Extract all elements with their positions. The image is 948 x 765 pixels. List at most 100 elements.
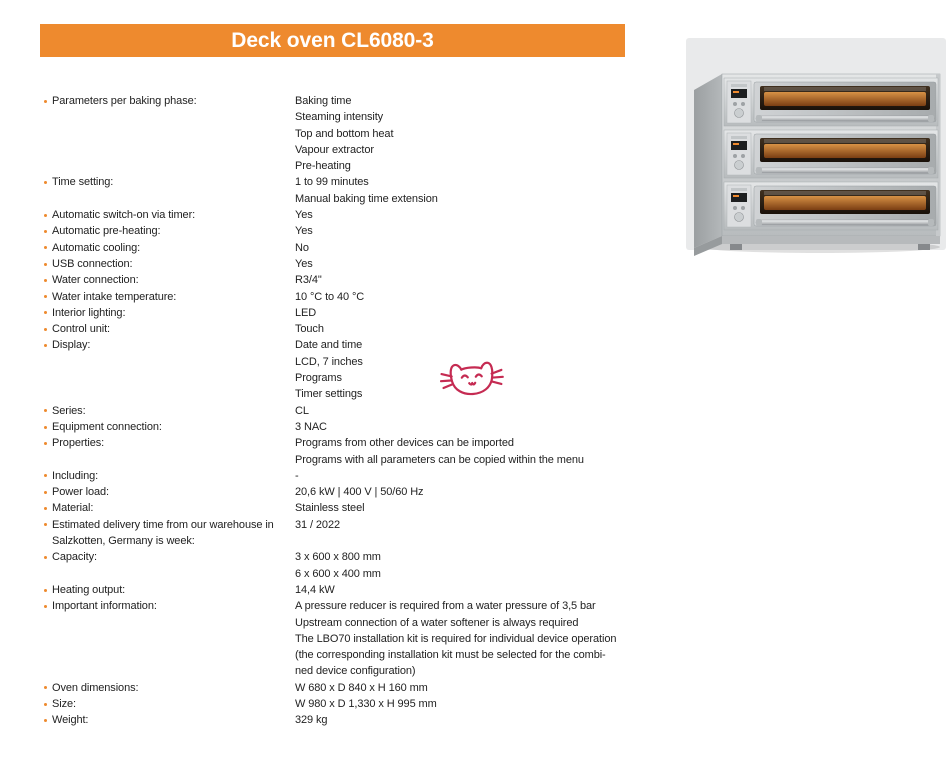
spec-list: Parameters per baking phase: Baking time… bbox=[40, 93, 920, 729]
spec-label: Water intake temperature: bbox=[52, 290, 177, 303]
spec-value-line: 20,6 kW | 400 V | 50/60 Hz bbox=[295, 486, 424, 499]
spec-row: Series: CL bbox=[40, 403, 920, 419]
bullet-icon bbox=[40, 321, 52, 337]
spec-values: No bbox=[295, 240, 920, 256]
bullet-icon bbox=[40, 305, 52, 321]
spec-value-line: 3 x 600 x 800 mm bbox=[295, 551, 381, 564]
spec-row: Including: - bbox=[40, 468, 920, 484]
spec-value-line: 31 / 2022 bbox=[295, 518, 340, 531]
spec-values: Yes bbox=[295, 256, 920, 272]
spec-row: Important information: A pressure reduce… bbox=[40, 598, 920, 679]
spec-value-line: 6 x 600 x 400 mm bbox=[295, 567, 381, 580]
spec-values: CL bbox=[295, 403, 920, 419]
spec-value-line: Baking time bbox=[295, 95, 352, 107]
bullet-icon bbox=[40, 549, 52, 565]
bullet-icon bbox=[40, 435, 52, 451]
spec-value-line: Vapour extractor bbox=[295, 143, 374, 156]
spec-value-line: Upstream connection of a water softener … bbox=[295, 616, 579, 629]
spec-row: Weight: 329 kg bbox=[40, 712, 920, 728]
spec-label: Capacity: bbox=[52, 551, 97, 564]
spec-label: Automatic switch-on via timer: bbox=[52, 209, 196, 222]
spec-value-line: Manual baking time extension bbox=[295, 192, 438, 205]
bullet-icon bbox=[40, 680, 52, 696]
bullet-icon bbox=[40, 582, 52, 598]
spec-value-line: Stainless steel bbox=[295, 502, 365, 515]
spec-row: Size: W 980 x D 1,330 x H 995 mm bbox=[40, 696, 920, 712]
spec-label: Properties: bbox=[52, 437, 105, 450]
spec-values: LED bbox=[295, 305, 920, 321]
spec-value-line: Top and bottom heat bbox=[295, 127, 394, 140]
spec-row: Equipment connection: 3 NAC bbox=[40, 419, 920, 435]
bullet-icon bbox=[40, 468, 52, 484]
spec-label: Automatic cooling: bbox=[52, 241, 141, 254]
spec-value-line: ned device configuration) bbox=[295, 665, 416, 678]
bullet-icon bbox=[40, 517, 52, 533]
spec-values: Programs from other devices can be impor… bbox=[295, 435, 920, 468]
bullet-icon bbox=[40, 696, 52, 712]
spec-value-line: W 680 x D 840 x H 160 mm bbox=[295, 681, 428, 694]
header-bar: Deck oven CL6080-3 bbox=[40, 24, 625, 57]
spec-label: Heating output: bbox=[52, 583, 126, 596]
spec-value-line: Steaming intensity bbox=[295, 111, 384, 124]
spec-row: Automatic pre-heating: Yes bbox=[40, 223, 920, 239]
spec-values: Yes bbox=[295, 223, 920, 239]
page-title: Deck oven CL6080-3 bbox=[231, 29, 434, 52]
spec-values: Stainless steel bbox=[295, 500, 920, 516]
bullet-icon bbox=[40, 337, 52, 353]
spec-values: 14,4 kW bbox=[295, 582, 920, 598]
bullet-icon bbox=[40, 223, 52, 239]
spec-value-line: - bbox=[295, 469, 299, 482]
spec-value-line: The LBO70 installation kit is required f… bbox=[295, 632, 617, 645]
spec-label: Material: bbox=[52, 502, 94, 515]
bullet-icon bbox=[40, 256, 52, 272]
bullet-icon bbox=[40, 93, 52, 109]
bullet-icon bbox=[40, 403, 52, 419]
spec-value-line: R3/4" bbox=[295, 274, 322, 287]
spec-value-line: Timer settings bbox=[295, 388, 363, 401]
spec-value-line: Touch bbox=[295, 323, 324, 336]
spec-values: W 980 x D 1,330 x H 995 mm bbox=[295, 696, 920, 712]
spec-values: 10 °C to 40 °C bbox=[295, 289, 920, 305]
spec-value-line: W 980 x D 1,330 x H 995 mm bbox=[295, 697, 437, 710]
spec-label: Important information: bbox=[52, 600, 157, 613]
spec-row: Automatic cooling: No bbox=[40, 240, 920, 256]
spec-value-line: Programs with all parameters can be copi… bbox=[295, 453, 584, 466]
spec-row: Water connection: R3/4" bbox=[40, 272, 920, 288]
bullet-icon bbox=[40, 484, 52, 500]
spec-value-line: 10 °C to 40 °C bbox=[295, 290, 365, 303]
spec-row: Water intake temperature: 10 °C to 40 °C bbox=[40, 289, 920, 305]
spec-label: Oven dimensions: bbox=[52, 681, 139, 694]
spec-row: Automatic switch-on via timer: Yes bbox=[40, 207, 920, 223]
spec-value-line: 14,4 kW bbox=[295, 583, 335, 596]
spec-row: Estimated delivery time from our warehou… bbox=[40, 517, 920, 550]
spec-label: Estimated delivery time from our warehou… bbox=[52, 518, 274, 548]
bullet-icon bbox=[40, 289, 52, 305]
spec-value-line: A pressure reducer is required from a wa… bbox=[295, 600, 596, 613]
spec-values: 3 NAC bbox=[295, 419, 920, 435]
spec-values: A pressure reducer is required from a wa… bbox=[295, 598, 920, 679]
bullet-icon bbox=[40, 272, 52, 288]
spec-value-line: Yes bbox=[295, 209, 313, 222]
spec-row: Power load: 20,6 kW | 400 V | 50/60 Hz bbox=[40, 484, 920, 500]
spec-value-line: No bbox=[295, 241, 309, 254]
spec-label: Size: bbox=[52, 697, 76, 710]
spec-value-line: CL bbox=[295, 404, 309, 417]
spec-label: Parameters per baking phase: bbox=[52, 95, 197, 107]
spec-label: Series: bbox=[52, 404, 86, 417]
spec-values: 31 / 2022 bbox=[295, 517, 920, 533]
spec-values: 329 kg bbox=[295, 712, 920, 728]
spec-value-line: Yes bbox=[295, 257, 313, 270]
spec-value-line: Programs from other devices can be impor… bbox=[295, 437, 514, 450]
spec-values: Yes bbox=[295, 207, 920, 223]
spec-value-line: 1 to 99 minutes bbox=[295, 176, 369, 189]
spec-label: Display: bbox=[52, 339, 91, 352]
spec-row: Parameters per baking phase: Baking time… bbox=[40, 93, 920, 174]
spec-row: Properties: Programs from other devices … bbox=[40, 435, 920, 468]
spec-values: 20,6 kW | 400 V | 50/60 Hz bbox=[295, 484, 920, 500]
deck-oven-product-photo bbox=[686, 38, 946, 256]
spec-value-line: LED bbox=[295, 306, 317, 319]
spec-label: Water connection: bbox=[52, 274, 139, 287]
